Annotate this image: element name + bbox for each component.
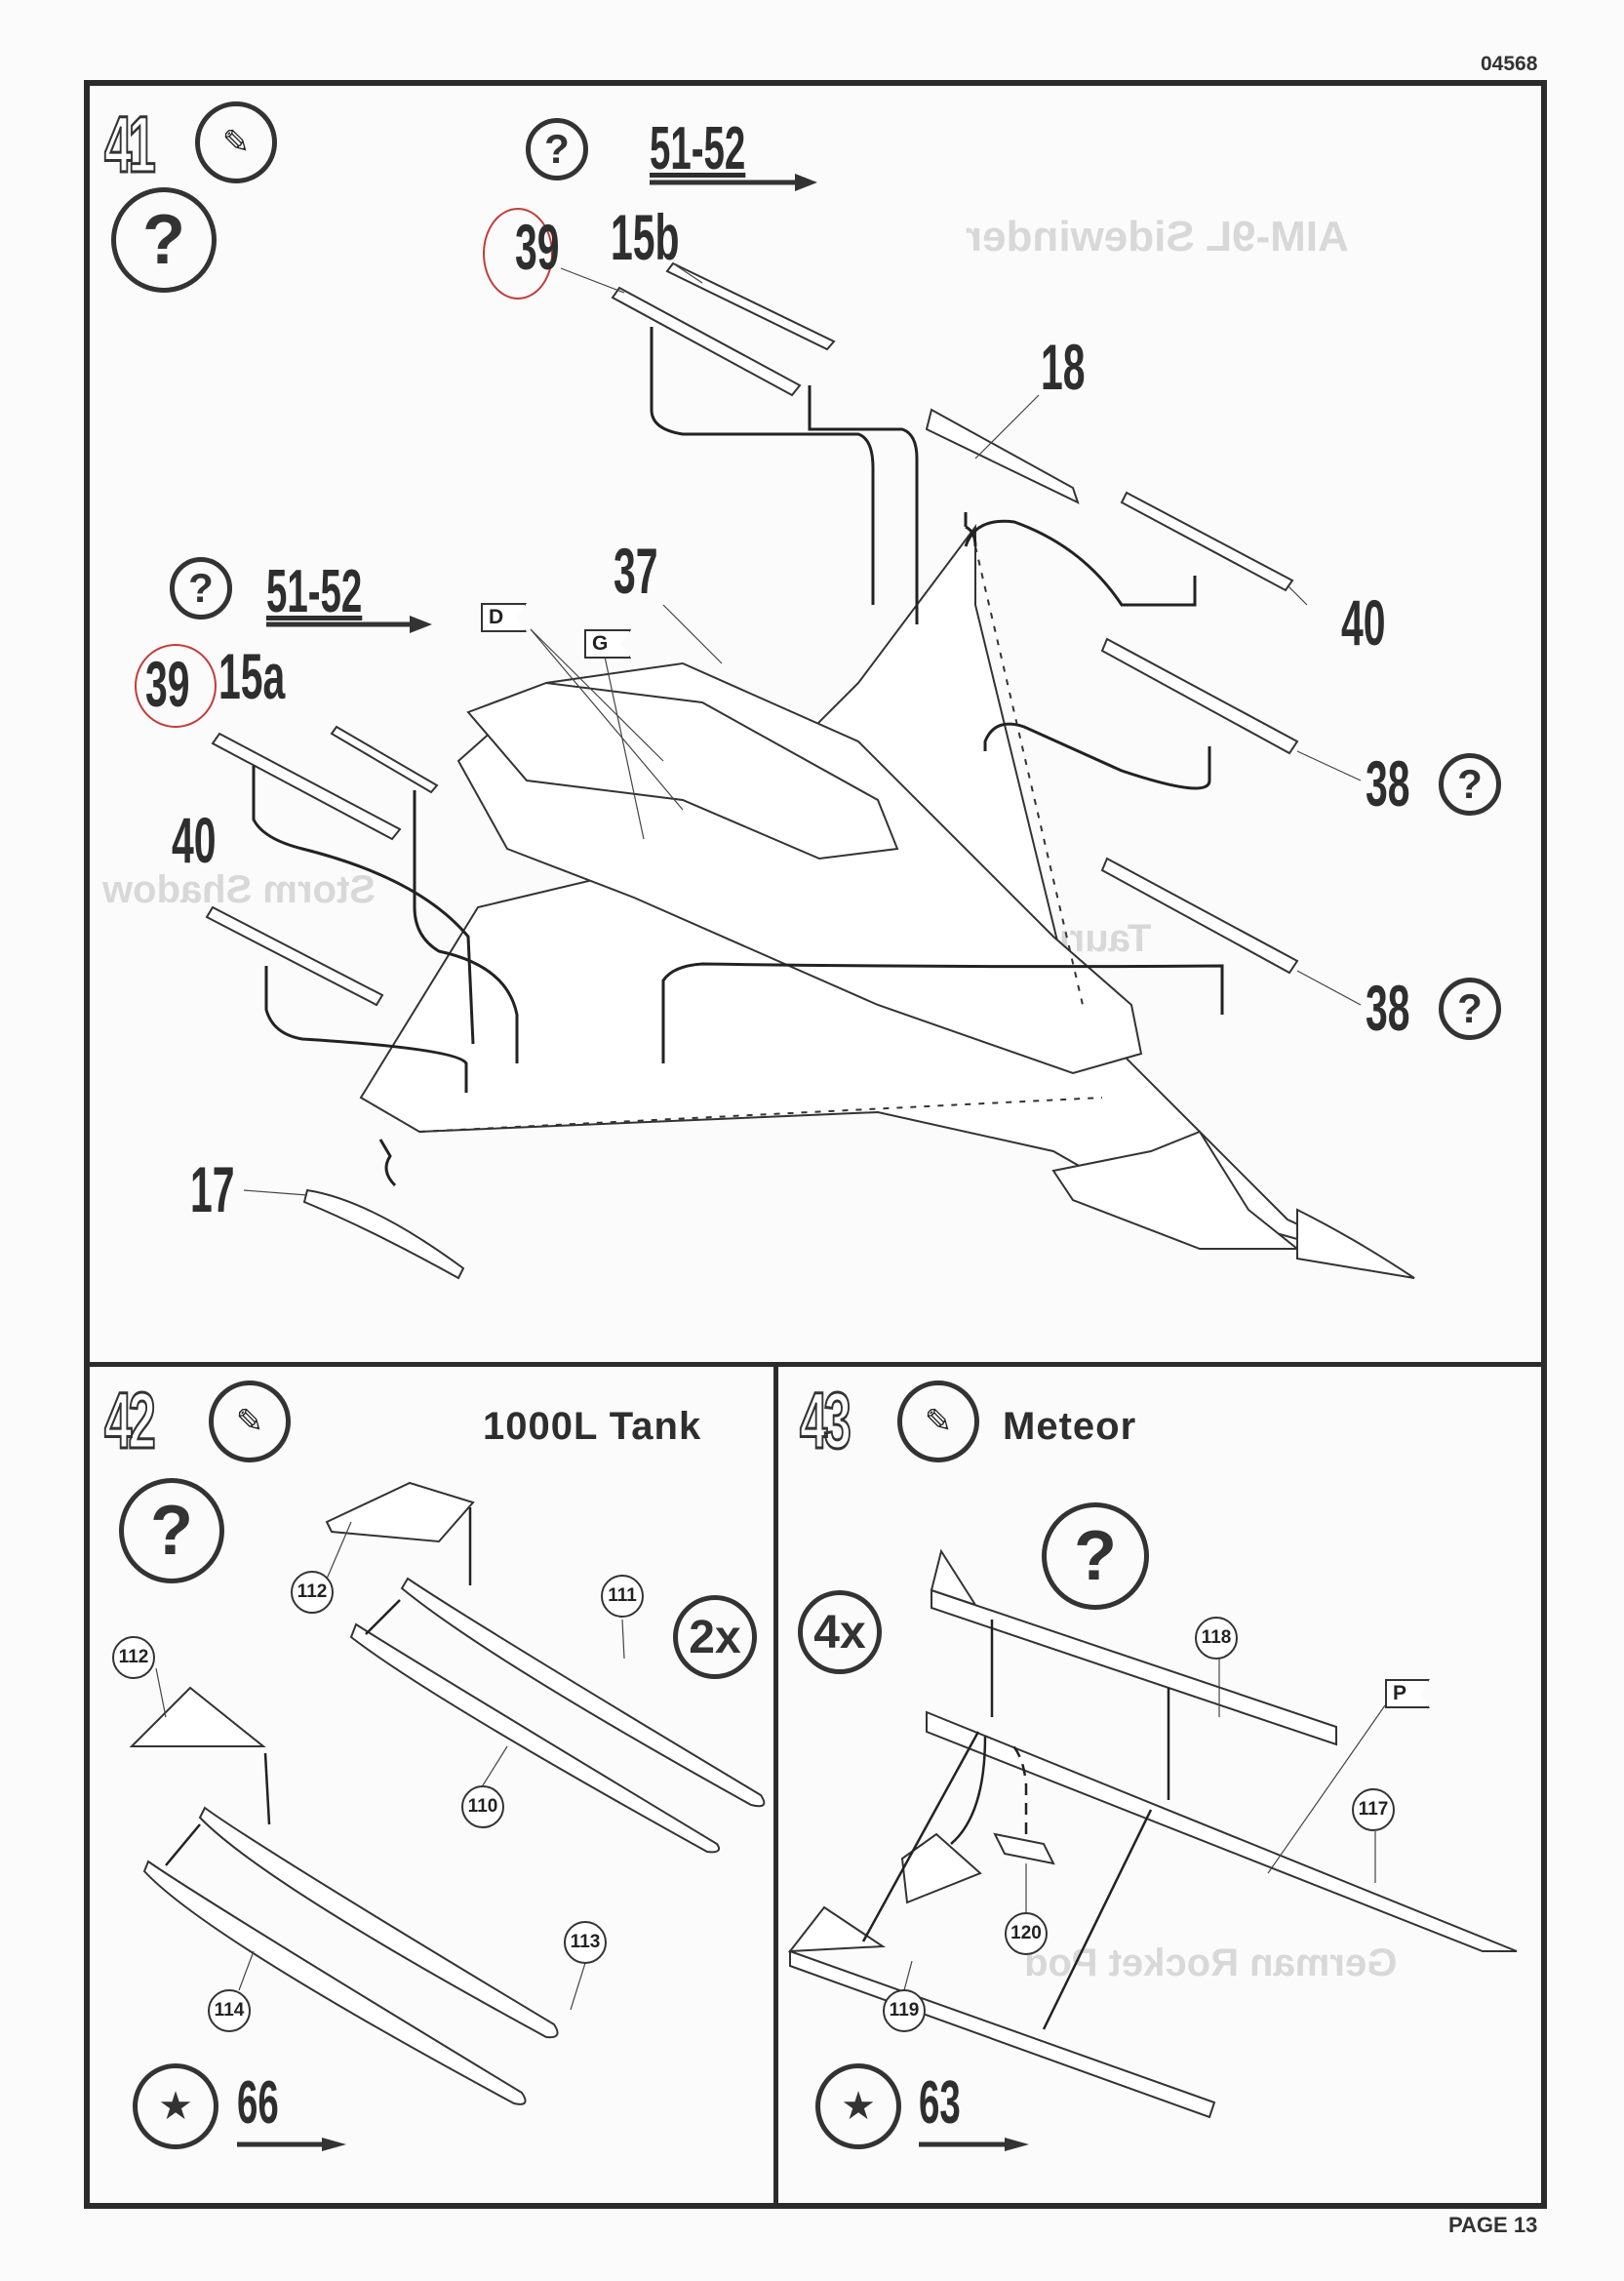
pylon-18 bbox=[925, 408, 1080, 504]
missile-39-lower bbox=[211, 725, 439, 841]
part-label: 15b bbox=[611, 201, 680, 273]
part-label: 17 bbox=[190, 1153, 235, 1225]
missile-38-b bbox=[1100, 857, 1299, 975]
part-number: 112 bbox=[291, 1571, 334, 1614]
handwritten-circle bbox=[135, 644, 217, 728]
part-label: 40 bbox=[172, 804, 217, 876]
part-label: 39 bbox=[145, 648, 190, 720]
glue-tube-icon: ✎ bbox=[195, 101, 277, 183]
divider bbox=[84, 1362, 1547, 1367]
part-number: 114 bbox=[208, 1989, 251, 2032]
part-number: 117 bbox=[1352, 1788, 1395, 1831]
divider bbox=[773, 1364, 778, 2203]
option-question-icon: ? bbox=[1439, 753, 1501, 816]
missile-40-right bbox=[1120, 491, 1294, 592]
missile-38-a bbox=[1100, 637, 1299, 755]
part-label: 39 bbox=[515, 211, 560, 283]
paint-reference: 66 bbox=[237, 2069, 279, 2137]
part-number: 112 bbox=[112, 1636, 155, 1679]
tank-17 bbox=[302, 1188, 465, 1280]
handwritten-circle bbox=[483, 208, 553, 300]
option-question-icon: ? bbox=[526, 118, 588, 180]
glue-tube-icon: ✎ bbox=[209, 1381, 291, 1462]
option-question-icon: ? bbox=[170, 557, 232, 620]
part-label: 37 bbox=[614, 535, 658, 607]
instruction-frame bbox=[84, 80, 1547, 2209]
quantity-badge: 4x bbox=[798, 1590, 882, 1674]
glue-tube-icon: ✎ bbox=[897, 1381, 979, 1462]
missile-39-upper bbox=[611, 261, 836, 397]
part-label: 38 bbox=[1366, 747, 1410, 820]
part-number: 110 bbox=[461, 1785, 504, 1828]
kit-code: 04568 bbox=[1481, 53, 1538, 75]
optional-step-icon: ? bbox=[1042, 1502, 1149, 1610]
paint-icon: ★ bbox=[815, 2063, 901, 2149]
part-number: 118 bbox=[1195, 1617, 1238, 1660]
step-title: Meteor bbox=[1003, 1405, 1137, 1448]
optional-step-icon: ? bbox=[119, 1478, 224, 1583]
part-number: 120 bbox=[1005, 1912, 1048, 1955]
paint-reference: 63 bbox=[919, 2069, 961, 2137]
step-title: 1000L Tank bbox=[483, 1405, 702, 1448]
quantity-badge: 2x bbox=[673, 1595, 757, 1679]
reference-steps: 51-52 bbox=[650, 115, 746, 182]
step-number: 41 bbox=[103, 100, 157, 189]
part-number: 113 bbox=[564, 1921, 607, 1964]
part-number: 111 bbox=[601, 1575, 644, 1618]
paint-icon: ★ bbox=[133, 2063, 218, 2149]
option-question-icon: ? bbox=[1439, 978, 1501, 1040]
missile-40-left bbox=[205, 905, 384, 1007]
reference-steps: 51-52 bbox=[266, 558, 363, 625]
part-label: 18 bbox=[1041, 331, 1086, 403]
step-number: 43 bbox=[799, 1377, 852, 1465]
step-number: 42 bbox=[103, 1377, 157, 1465]
optional-step-icon: ? bbox=[111, 187, 217, 293]
part-number: 119 bbox=[883, 1989, 926, 2032]
page-number: PAGE 13 bbox=[1448, 2213, 1538, 2237]
part-label: 38 bbox=[1366, 972, 1410, 1044]
part-label: 40 bbox=[1341, 586, 1386, 659]
part-label: 15a bbox=[218, 640, 286, 712]
aircraft-underside-drawing bbox=[359, 524, 1415, 1279]
